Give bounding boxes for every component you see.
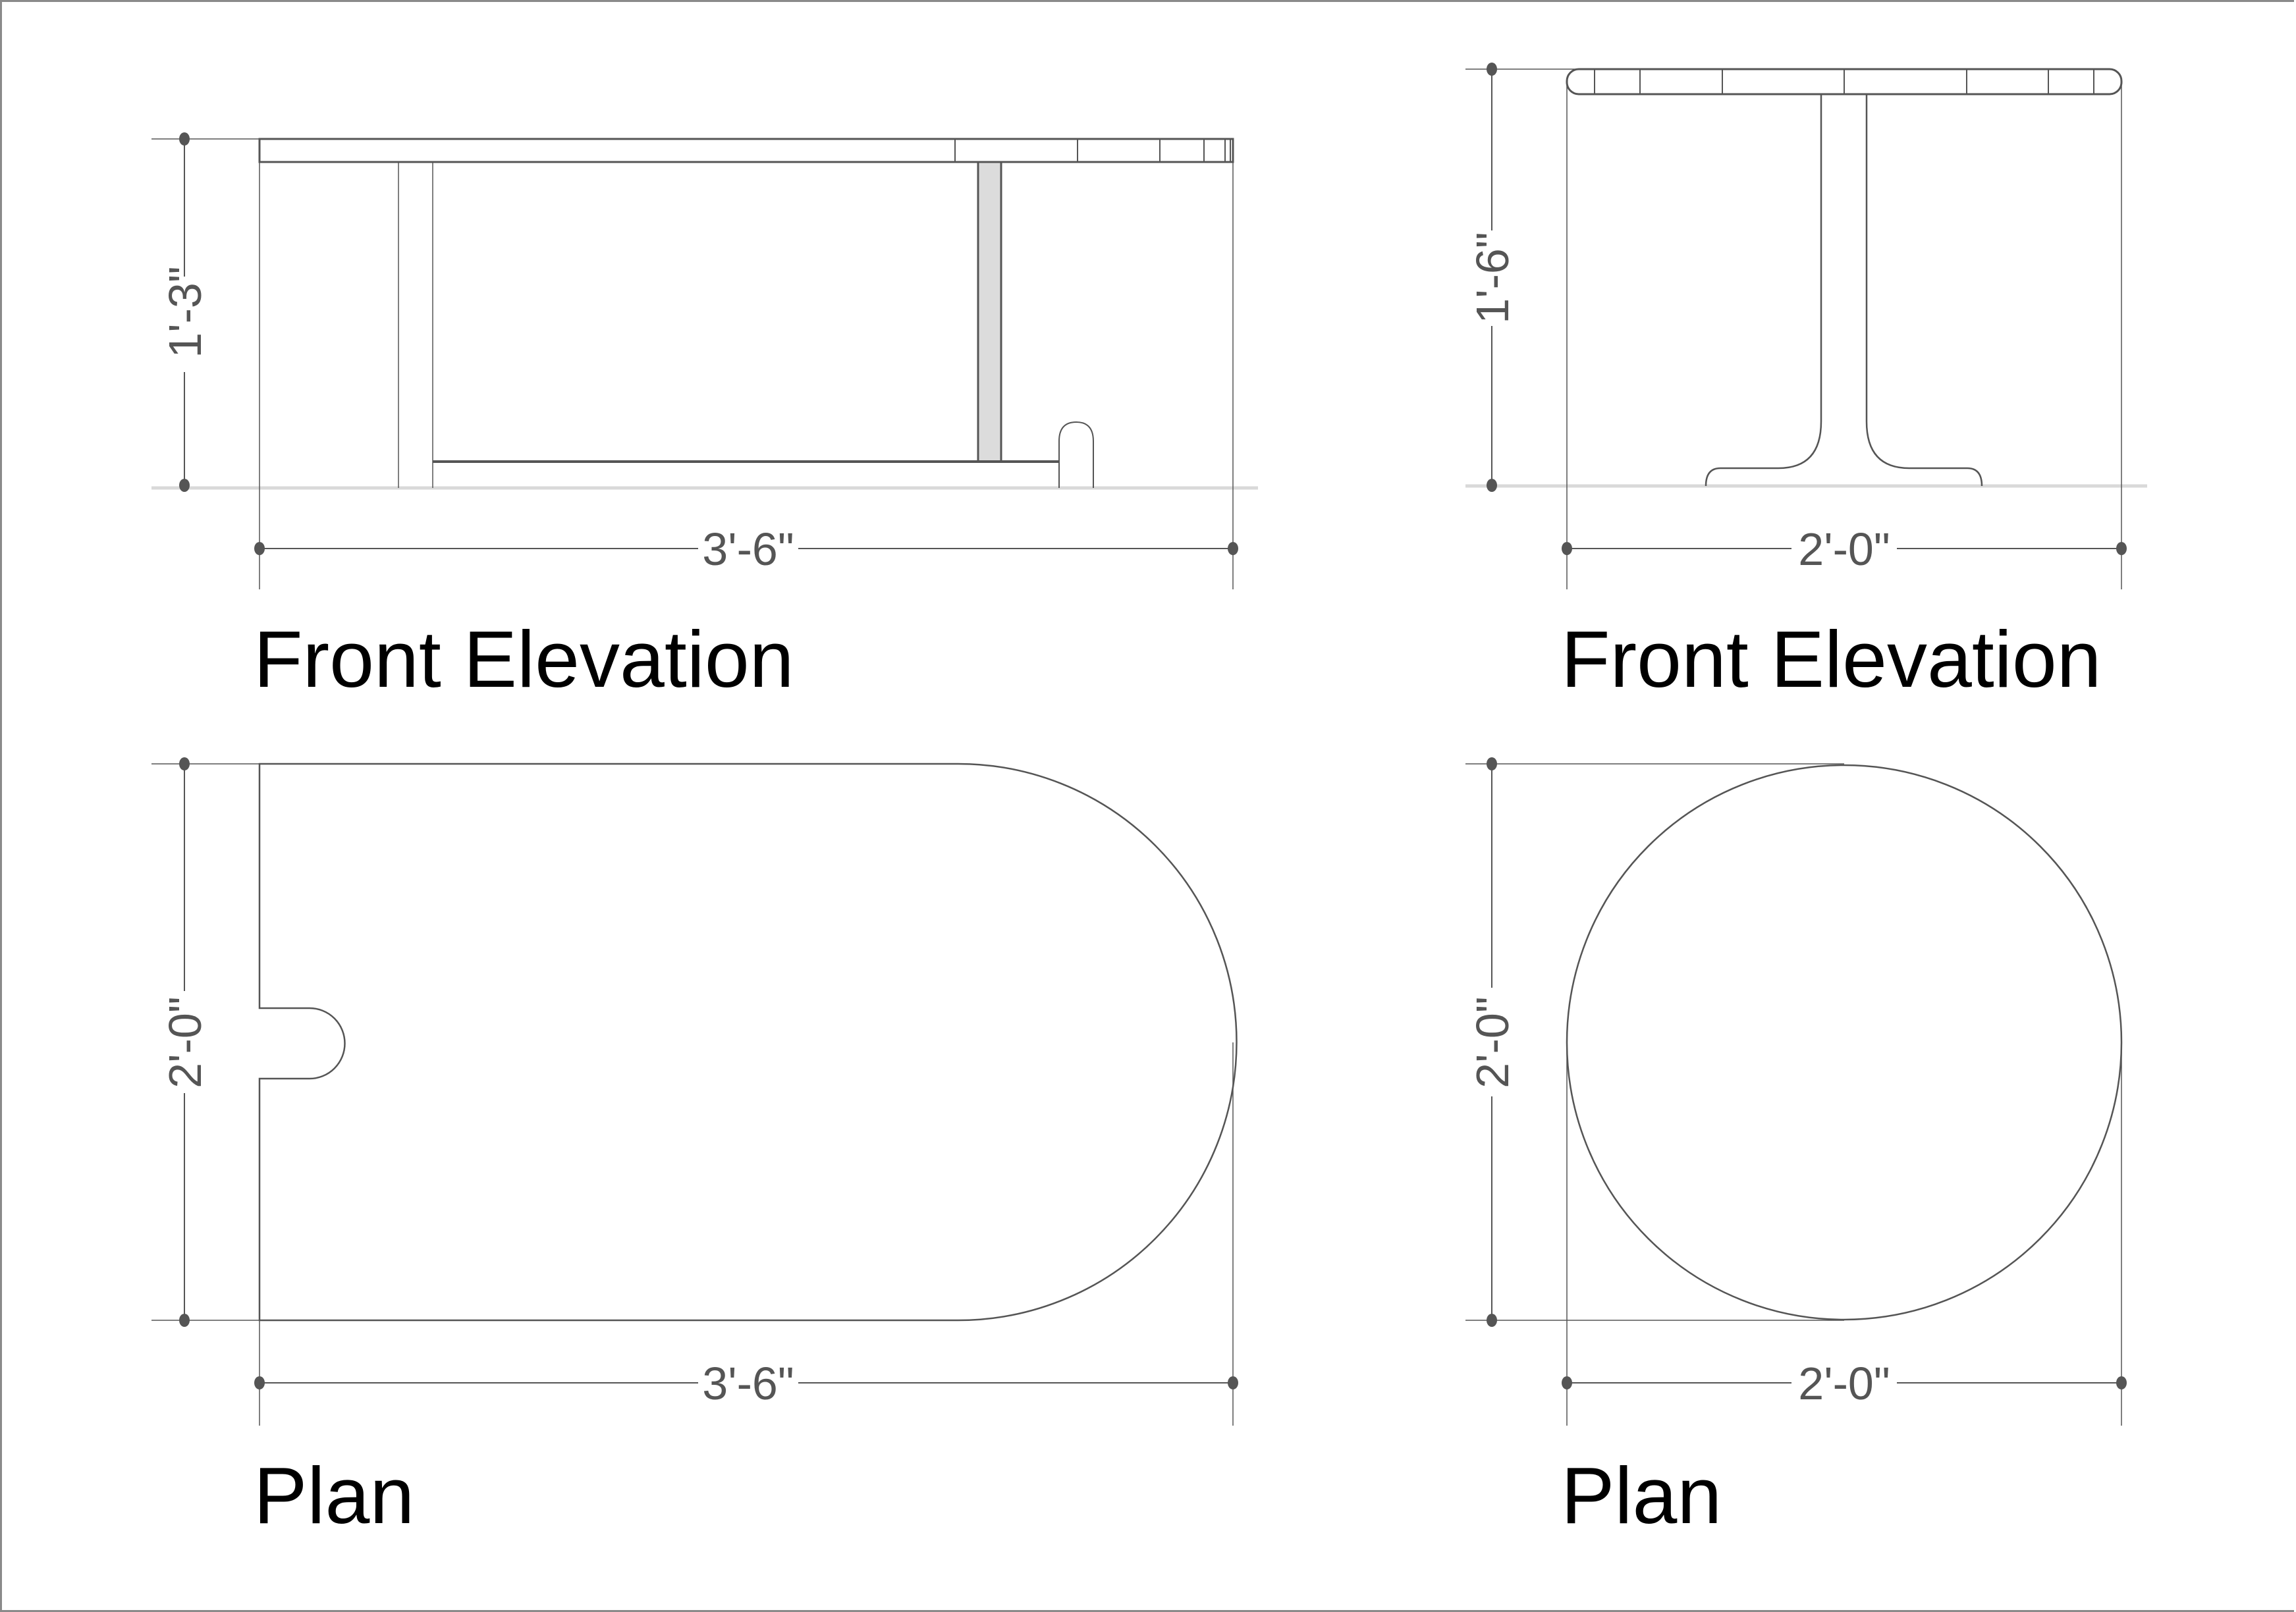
title-right-plan: Plan [1561, 1451, 1722, 1540]
dim-width-left-plan: 3'-6" [702, 1358, 794, 1409]
pedestal-left [1705, 94, 1822, 487]
right-front-elevation [1465, 63, 2147, 589]
dim-width-left-elevation: 3'-6" [702, 524, 794, 575]
dim-height-right-plan: 2'-0" [1467, 996, 1518, 1088]
dim-height-left-elevation: 1'-3" [159, 266, 211, 358]
left-plan [151, 757, 1238, 1426]
dim-width-right-elevation: 2'-0" [1798, 524, 1890, 575]
dim-height-right-elevation: 1'-6" [1467, 232, 1518, 323]
pedestal-right [1865, 94, 1983, 487]
title-right-front-elevation: Front Elevation [1561, 614, 2102, 704]
left-front-elevation [151, 132, 1258, 589]
right-plan [1465, 757, 2127, 1426]
dim-width-right-plan: 2'-0" [1798, 1358, 1890, 1409]
title-left-front-elevation: Front Elevation [254, 614, 794, 704]
peg [1058, 421, 1094, 488]
title-left-plan: Plan [254, 1451, 415, 1540]
grey-leg [977, 161, 1002, 463]
tabletop [258, 138, 1234, 163]
plan-outline [258, 763, 1238, 1322]
round-top-outline [1566, 764, 2123, 1321]
dim-height-left-plan: 2'-0" [159, 996, 211, 1088]
